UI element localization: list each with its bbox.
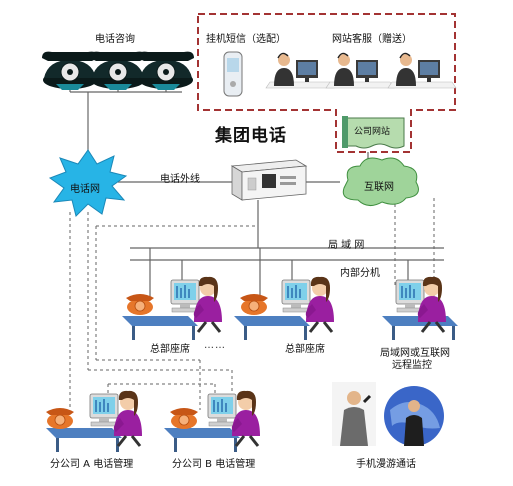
ext-line-label: 电话外线 (160, 174, 200, 185)
sms-label: 挂机短信（选配） (206, 34, 286, 45)
hq-seat-2 (234, 275, 336, 340)
pbx-server (230, 159, 308, 201)
roaming-label: 手机漫游通话 (356, 459, 416, 470)
branch-a-label: 分公司 A 电话管理 (50, 459, 134, 470)
consult-phone-3 (137, 51, 195, 91)
web-operator-3 (387, 52, 457, 89)
remote-monitor-label-line2: 远程监控 (392, 360, 432, 371)
connection-lines (69, 84, 444, 300)
hq-seat-2-label: 总部座席 (285, 344, 325, 355)
hq-seat-1 (122, 275, 224, 340)
ellipsis-label: …… (204, 340, 226, 351)
internet-cloud (342, 157, 419, 206)
web-service-label: 网站客服（赠送） (332, 34, 412, 45)
hq-seat-1-label: 总部座席 (150, 344, 190, 355)
company-site-label: 公司网站 (354, 127, 391, 137)
page-title: 集团电话 (215, 126, 287, 146)
roaming-globe-icon (384, 386, 444, 446)
web-operator-1 (265, 52, 335, 89)
lan-label: 局 域 网 (328, 240, 365, 251)
web-services-box (197, 13, 456, 153)
consult-phone-1 (41, 51, 99, 91)
branch-b-seat (164, 389, 262, 452)
company-site-box (342, 116, 405, 149)
mobile-phone-icon (223, 51, 243, 97)
branch-b-label: 分公司 B 电话管理 (172, 459, 256, 470)
phone-net-label: 电话网 (70, 184, 100, 195)
internet-label: 互联网 (364, 182, 394, 193)
web-operator-2 (325, 52, 395, 89)
roaming-man-icon (332, 382, 376, 446)
phone-network-burst (48, 149, 128, 217)
consult-phone-2 (89, 51, 147, 91)
internal-ext-label: 内部分机 (340, 268, 380, 279)
remote-monitor-seat (382, 275, 458, 340)
branch-a-seat (45, 389, 144, 452)
remote-monitor-label-line1: 局域网或互联网 (380, 348, 450, 359)
phone-consult-label: 电话咨询 (95, 34, 135, 45)
